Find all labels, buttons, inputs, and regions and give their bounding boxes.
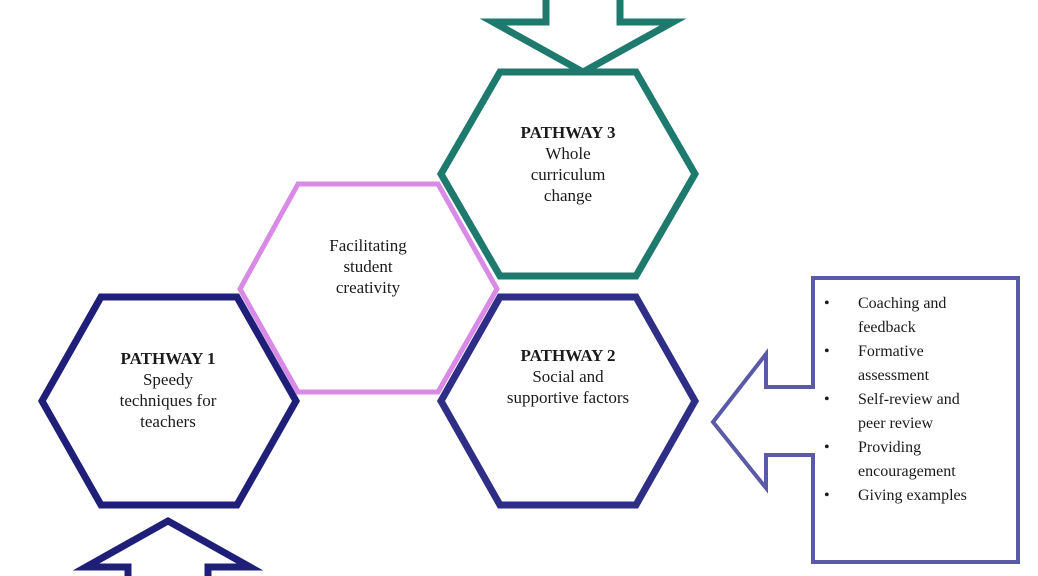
list-item-line1: Coaching and xyxy=(858,295,947,312)
list-item-line2: encouragement xyxy=(858,463,956,480)
center-line2: student xyxy=(343,256,393,276)
bullet-icon: • xyxy=(824,343,830,360)
pathway1-title: PATHWAY 1 xyxy=(120,349,216,368)
pathway1-label: PATHWAY 1 Speedy techniques for teachers xyxy=(70,338,266,442)
pathway2-line2: supportive factors xyxy=(506,387,630,407)
list-item-line2: feedback xyxy=(858,319,916,336)
bullet-icon: • xyxy=(824,295,830,312)
list-item: • Formative assessment xyxy=(822,340,1012,388)
hexagon-pathway1 xyxy=(37,293,301,509)
pathway1-line2: techniques for xyxy=(119,391,217,410)
pathway3-line1: Whole xyxy=(545,144,591,163)
hexagon-center xyxy=(237,181,500,395)
pathway3-line3: change xyxy=(543,186,593,205)
center-line1: Facilitating xyxy=(329,235,407,255)
list-item-line1: Formative xyxy=(858,343,924,360)
list-item: • Giving examples xyxy=(822,484,1012,508)
list-item-line1: Self-review and xyxy=(858,391,960,408)
list-item-line2: peer review xyxy=(858,415,934,432)
list-item: • Providing encouragement xyxy=(822,436,1012,484)
list-item-line2: assessment xyxy=(858,367,930,384)
pathway2-label: PATHWAY 2 Social and supportive factors xyxy=(470,340,666,412)
list-item: • Coaching and feedback xyxy=(822,292,1012,340)
bullet-icon: • xyxy=(824,439,830,456)
pathway2-title: PATHWAY 2 xyxy=(520,345,616,365)
list-item: • Self-review and peer review xyxy=(822,388,1012,436)
pathway2-line1: Social and xyxy=(532,366,604,386)
pathway3-line2: curriculum xyxy=(530,165,606,184)
list-item-line1: Providing xyxy=(858,439,922,456)
bullet-icon: • xyxy=(824,391,830,408)
hexagon-pathway3 xyxy=(436,68,700,280)
strategy-list: • Coaching and feedback • Formative asse… xyxy=(822,292,1012,508)
arrow-up-bottom xyxy=(72,516,264,576)
hexagon-pathway2 xyxy=(436,293,700,509)
center-label: Facilitating student creativity xyxy=(270,226,466,306)
list-item-line1: Giving examples xyxy=(858,487,967,504)
center-line3: creativity xyxy=(335,277,401,297)
bullet-icon: • xyxy=(824,487,830,504)
pathway1-line1: Speedy xyxy=(142,370,194,389)
pathway1-line3: teachers xyxy=(140,412,196,431)
pathway3-title: PATHWAY 3 xyxy=(520,123,616,142)
callout-arrow-box xyxy=(710,276,1020,564)
arrow-down-top xyxy=(479,0,687,77)
pathway3-label: PATHWAY 3 Whole curriculum change xyxy=(470,112,666,216)
